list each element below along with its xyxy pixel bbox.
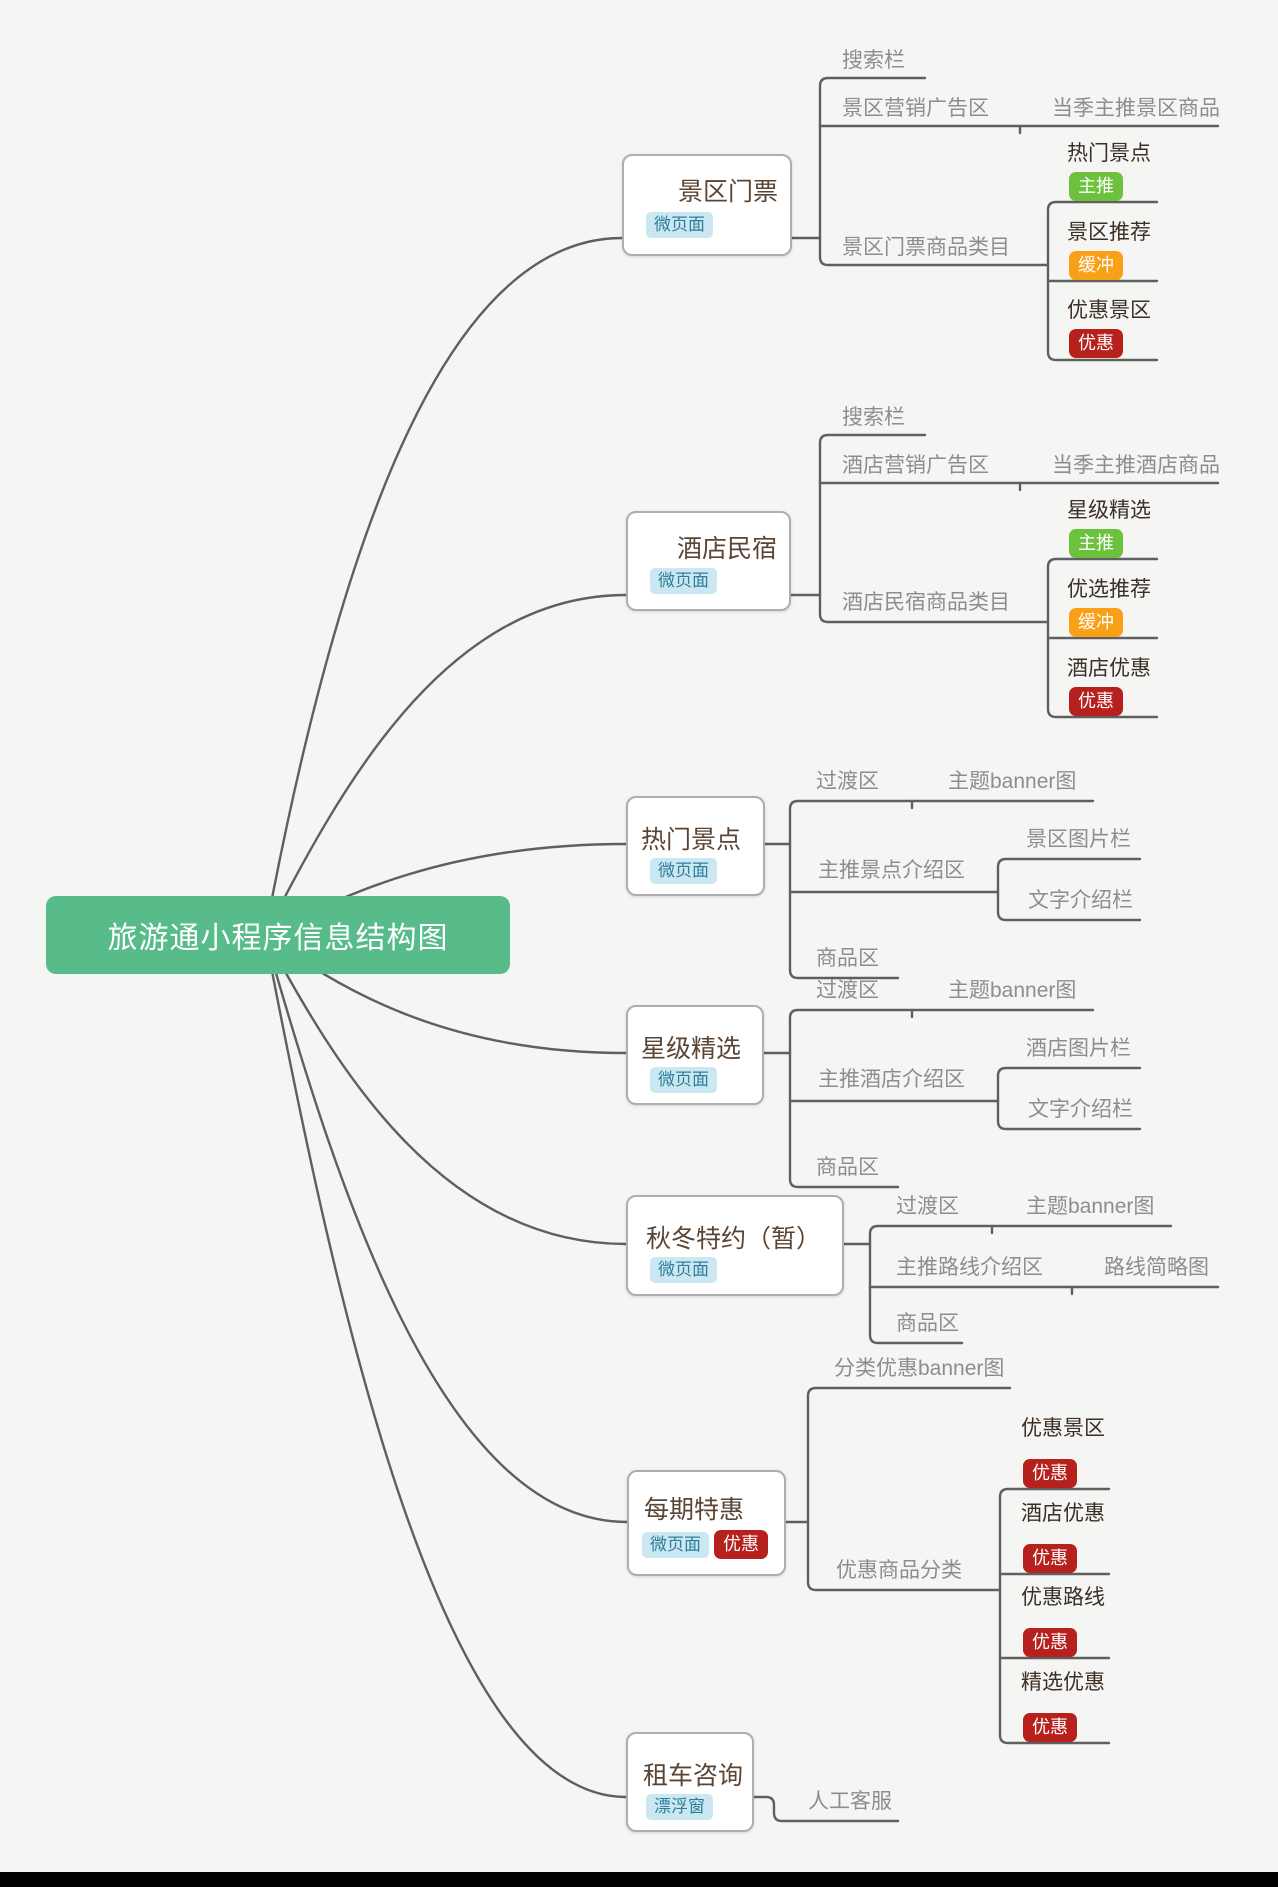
node-title: 热门景点 [641, 826, 742, 854]
label-hotel-discount[interactable]: 酒店优惠 [1021, 1502, 1105, 1525]
label-category-discount-banner[interactable]: 分类优惠banner图 [834, 1357, 1005, 1380]
discount-tag: 优惠 [1023, 1459, 1077, 1488]
label-select-discount[interactable]: 精选优惠 [1021, 1671, 1105, 1694]
node-hot-spots-page[interactable]: 热门景点 微页面 [626, 796, 765, 896]
label-hotel-intro-zone[interactable]: 主推酒店介绍区 [818, 1068, 965, 1091]
label-hotel-ad-zone[interactable]: 酒店营销广告区 [842, 454, 989, 477]
label-hotel-photo-bar[interactable]: 酒店图片栏 [1026, 1037, 1131, 1060]
main-push-tag: 主推 [1069, 172, 1123, 201]
page-type-tag: 微页面 [642, 1532, 709, 1558]
label-hotel-discount[interactable]: 酒店优惠 [1067, 657, 1151, 680]
label-discount-goods-category[interactable]: 优惠商品分类 [836, 1559, 962, 1582]
node-title: 每期特惠 [644, 1496, 745, 1524]
node-star-select-page[interactable]: 星级精选 微页面 [626, 1005, 764, 1105]
discount-tag: 优惠 [1069, 687, 1123, 716]
label-season-hotel-goods[interactable]: 当季主推酒店商品 [1052, 454, 1220, 477]
label-goods-zone[interactable]: 商品区 [896, 1312, 959, 1335]
label-route-sketch[interactable]: 路线简略图 [1104, 1256, 1209, 1279]
label-theme-banner[interactable]: 主题banner图 [948, 770, 1077, 793]
label-transition-zone[interactable]: 过渡区 [816, 770, 879, 793]
label-text-intro-bar[interactable]: 文字介绍栏 [1028, 889, 1133, 912]
label-ticket-catalog[interactable]: 景区门票商品类目 [842, 236, 1010, 259]
label-transition-zone[interactable]: 过渡区 [896, 1195, 959, 1218]
label-human-service[interactable]: 人工客服 [808, 1790, 892, 1813]
label-theme-banner[interactable]: 主题banner图 [1026, 1195, 1155, 1218]
node-title: 星级精选 [641, 1035, 742, 1063]
discount-tag: 优惠 [1069, 329, 1123, 358]
root-title: 旅游通小程序信息结构图 [107, 922, 449, 955]
label-transition-zone[interactable]: 过渡区 [816, 979, 879, 1002]
bottom-black-bar [0, 1872, 1278, 1887]
node-title: 酒店民宿 [676, 535, 777, 563]
label-scenic-photo-bar[interactable]: 景区图片栏 [1026, 828, 1131, 851]
discount-tag: 优惠 [714, 1530, 768, 1559]
page-type-tag: 微页面 [646, 212, 713, 238]
label-search-bar[interactable]: 搜索栏 [842, 49, 905, 72]
discount-tag: 优惠 [1023, 1544, 1077, 1573]
discount-tag: 优惠 [1023, 1713, 1077, 1742]
node-periodic-deals[interactable]: 每期特惠 微页面 优惠 [627, 1470, 786, 1576]
node-autumn-special[interactable]: 秋冬特约（暂） 微页面 [626, 1195, 844, 1296]
node-hotel-bnb[interactable]: 酒店民宿 微页面 [626, 511, 791, 611]
label-preferred-recommend[interactable]: 优选推荐 [1067, 578, 1151, 601]
label-spot-intro-zone[interactable]: 主推景点介绍区 [818, 859, 965, 882]
label-season-scenic-goods[interactable]: 当季主推景区商品 [1052, 97, 1220, 120]
label-discount-scenic[interactable]: 优惠景区 [1067, 299, 1151, 322]
buffer-tag: 缓冲 [1069, 608, 1123, 637]
label-search-bar[interactable]: 搜索栏 [842, 406, 905, 429]
node-title: 景区门票 [677, 178, 778, 206]
node-scenic-tickets[interactable]: 景区门票 微页面 [622, 154, 792, 256]
node-title: 秋冬特约（暂） [646, 1225, 822, 1253]
label-scenic-recommend[interactable]: 景区推荐 [1067, 221, 1151, 244]
label-discount-scenic[interactable]: 优惠景区 [1021, 1417, 1105, 1440]
main-push-tag: 主推 [1069, 529, 1123, 558]
page-type-tag: 微页面 [650, 858, 717, 884]
label-star-select[interactable]: 星级精选 [1067, 499, 1151, 522]
root-node[interactable]: 旅游通小程序信息结构图 [46, 896, 510, 974]
page-type-tag: 微页面 [650, 1257, 717, 1283]
float-window-tag: 漂浮窗 [646, 1794, 713, 1820]
label-text-intro-bar[interactable]: 文字介绍栏 [1028, 1098, 1133, 1121]
label-goods-zone[interactable]: 商品区 [816, 947, 879, 970]
label-hotel-catalog[interactable]: 酒店民宿商品类目 [842, 591, 1010, 614]
label-route-intro-zone[interactable]: 主推路线介绍区 [896, 1256, 1043, 1279]
buffer-tag: 缓冲 [1069, 251, 1123, 280]
label-theme-banner[interactable]: 主题banner图 [948, 979, 1077, 1002]
label-discount-route[interactable]: 优惠路线 [1021, 1586, 1105, 1609]
label-scenic-ad-zone[interactable]: 景区营销广告区 [842, 97, 989, 120]
node-car-rental[interactable]: 租车咨询 漂浮窗 [626, 1732, 754, 1832]
label-goods-zone[interactable]: 商品区 [816, 1156, 879, 1179]
label-hot-spots[interactable]: 热门景点 [1067, 142, 1151, 165]
page-type-tag: 微页面 [650, 568, 717, 594]
page-type-tag: 微页面 [650, 1067, 717, 1093]
node-title: 租车咨询 [643, 1762, 744, 1790]
discount-tag: 优惠 [1023, 1628, 1077, 1657]
